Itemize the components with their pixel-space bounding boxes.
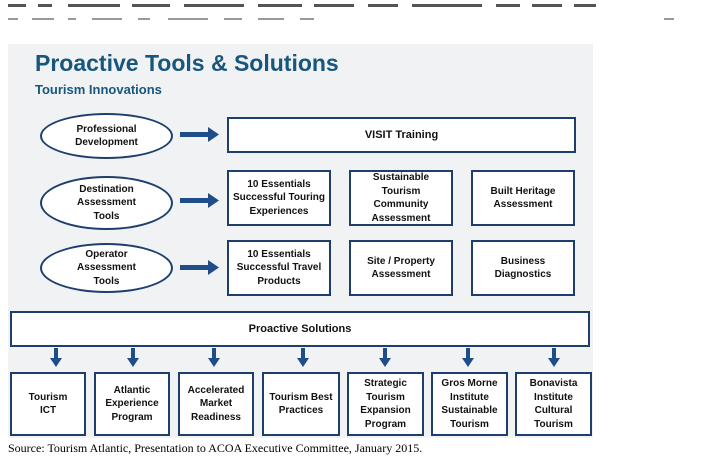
- tool-site-property-assessment: Site / Property Assessment: [349, 240, 453, 296]
- tool-10-essentials-travel-products: 10 Essentials Successful Travel Products: [227, 240, 331, 296]
- solution-atlantic-experience-program: Atlantic Experience Program: [94, 372, 170, 436]
- category-operator-assessment-tools: Operator Assessment Tools: [40, 243, 173, 293]
- solution-gros-morne-institute: Gros Morne Institute Sustainable Tourism: [431, 372, 508, 436]
- solution-tourism-best-practices: Tourism Best Practices: [262, 372, 340, 436]
- solution-strategic-tourism-expansion-program: Strategic Tourism Expansion Program: [347, 372, 424, 436]
- header-rule-decoration: [8, 4, 674, 20]
- tool-sustainable-tourism-community-assessment: Sustainable Tourism Community Assessment: [349, 170, 453, 226]
- tool-10-essentials-touring: 10 Essentials Successful Touring Experie…: [227, 170, 331, 226]
- tool-built-heritage-assessment: Built Heritage Assessment: [471, 170, 575, 226]
- slide-title: Proactive Tools & Solutions: [35, 50, 339, 76]
- tool-business-diagnostics: Business Diagnostics: [471, 240, 575, 296]
- tool-visit-training: VISIT Training: [227, 117, 576, 153]
- slide-subtitle: Tourism Innovations: [35, 82, 162, 97]
- category-destination-assessment-tools: Destination Assessment Tools: [40, 176, 173, 230]
- solution-bonavista-institute: Bonavista Institute Cultural Tourism: [515, 372, 592, 436]
- category-professional-development: Professional Development: [40, 113, 173, 159]
- proactive-solutions-banner: Proactive Solutions: [10, 311, 590, 347]
- solution-accelerated-market-readiness: Accelerated Market Readiness: [178, 372, 254, 436]
- source-caption: Source: Tourism Atlantic, Presentation t…: [8, 441, 423, 455]
- solution-tourism-ict: Tourism ICT: [10, 372, 86, 436]
